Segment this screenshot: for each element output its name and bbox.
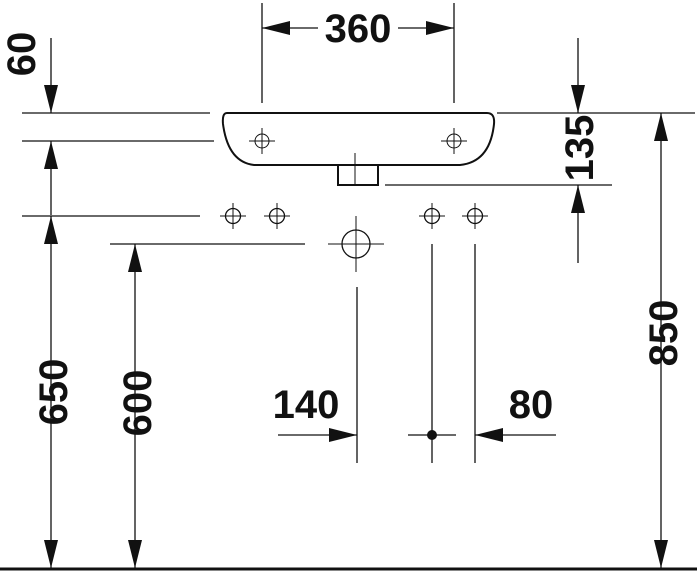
centerlines — [356, 244, 476, 463]
dimension-label-top-offset: 60 — [0, 32, 44, 77]
arrowhead — [44, 141, 58, 169]
dimension-label-basin-width: 360 — [325, 7, 392, 51]
arrowhead — [44, 540, 58, 568]
dimension-supply-height: 600 — [116, 244, 160, 568]
dimension-label-basin-depth: 135 — [558, 115, 602, 182]
arrowhead — [329, 428, 357, 442]
arrowhead — [44, 85, 58, 113]
supply-connection-right-2 — [461, 202, 489, 230]
supply-connection-left-1 — [219, 202, 247, 230]
arrowhead — [44, 216, 58, 244]
arrowhead — [128, 244, 142, 272]
dimension-label-bracket-height: 650 — [32, 359, 76, 426]
dimension-basin-width: 360 — [261, 3, 455, 103]
waste-connection — [328, 216, 384, 272]
dimension-waste-offset: 140 — [273, 383, 357, 442]
dimension-label-total-height: 850 — [642, 300, 686, 367]
basin-body — [221, 112, 496, 166]
mounting-hole-right — [441, 128, 467, 154]
basin-outline — [221, 112, 496, 186]
arrowhead — [571, 185, 585, 213]
dimension-bracket-height: 650 — [32, 216, 76, 568]
dimension-label-waste-offset: 140 — [273, 383, 340, 427]
arrowhead — [262, 21, 290, 35]
supply-connection-left-2 — [263, 202, 291, 230]
dimension-label-supply-spacing: 80 — [509, 383, 554, 427]
dimension-total-height: 850 — [642, 113, 686, 568]
arrowhead — [475, 428, 503, 442]
arrowhead — [128, 540, 142, 568]
connection-points — [22, 202, 489, 272]
center-point — [427, 430, 437, 440]
arrowhead — [654, 113, 668, 141]
dimension-label-supply-height: 600 — [116, 370, 160, 437]
supply-connection-right-1 — [418, 202, 446, 230]
waste-outlet — [337, 165, 379, 186]
mounting-hole-left — [249, 128, 275, 154]
dimension-basin-depth: 135 — [385, 38, 695, 263]
dimension-top-offset: 60 — [0, 32, 214, 215]
arrowhead — [571, 85, 585, 113]
dimension-supply-spacing: 80 — [408, 383, 556, 442]
arrowhead — [426, 21, 454, 35]
arrowhead — [654, 540, 668, 568]
